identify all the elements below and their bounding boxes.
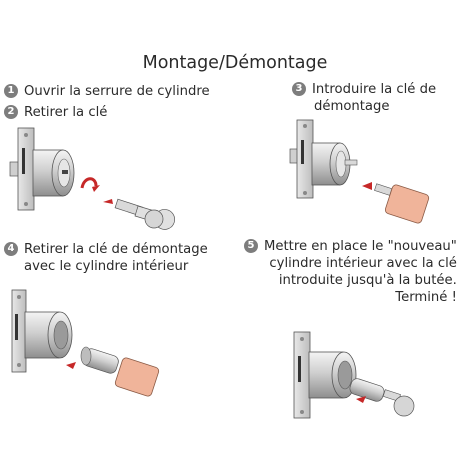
step-3-text: Introduire la clé de démontage: [312, 82, 437, 114]
step-2: 2 Retirer la clé: [4, 104, 107, 121]
step-2-text: Retirer la clé: [24, 105, 108, 120]
lock-illustration-3: [289, 119, 372, 199]
step-number-badge: 3: [292, 82, 306, 96]
step-5: 5 Mettre en place le "nouveau" cylindre …: [244, 238, 457, 306]
key-icon: [382, 389, 415, 417]
step-number-badge: 2: [4, 105, 18, 119]
removal-key-icon: [114, 357, 160, 397]
lock-illustration-4: [11, 289, 119, 374]
step-5-text: Mettre en place le "nouveau" cylindre in…: [264, 239, 457, 305]
step-4: 4 Retirer la clé de démontage avec le cy…: [4, 241, 208, 275]
step-1: 1 Ouvrir la serrure de cylindre: [4, 83, 210, 100]
step-3: 3 Introduire la clé de démontage: [292, 81, 436, 115]
removal-key-icon: [374, 183, 430, 224]
lock-illustration-1: [9, 127, 100, 211]
step-1-text: Ouvrir la serrure de cylindre: [24, 84, 210, 99]
key-icon: [103, 198, 176, 230]
step-number-badge: 5: [244, 239, 258, 253]
step-number-badge: 1: [4, 84, 18, 98]
lock-illustration-5: [293, 331, 385, 419]
step-4-text: Retirer la clé de démontage avec le cyli…: [24, 242, 208, 274]
page-title: Montage/Démontage: [142, 53, 328, 73]
step-number-badge: 4: [4, 242, 18, 256]
